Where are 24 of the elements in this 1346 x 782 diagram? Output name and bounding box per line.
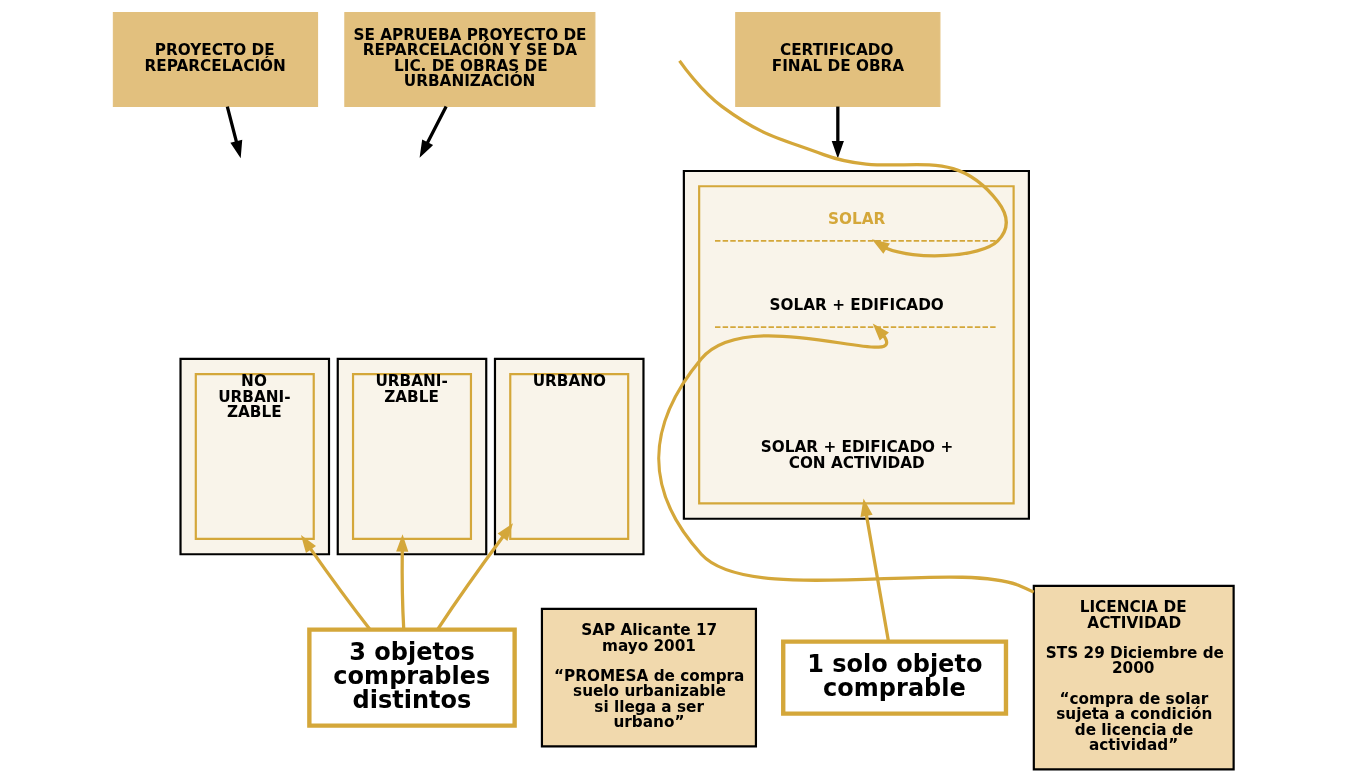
node-box: 3 objetos comprables distintos [306, 627, 517, 728]
node-text: SOLAR + EDIFICADO [769, 296, 944, 315]
node-box: URBANO [508, 373, 629, 541]
cluster [697, 185, 1015, 505]
arrow [300, 535, 371, 631]
arrow [435, 523, 513, 631]
arrow [656, 323, 1034, 594]
cluster [493, 357, 645, 556]
node-text: SOLAR [827, 210, 885, 229]
arrow [860, 498, 890, 642]
node-box: URBANI- ZABLE [351, 373, 472, 541]
cluster [336, 357, 487, 556]
arrow [831, 106, 844, 159]
node-box: LICENCIA DE ACTIVIDAD STS 29 Diciembre de 2000 “compra de solar sujeta a condición de licencia de actividad” [1032, 584, 1235, 771]
arrow [225, 106, 242, 159]
arrow [419, 105, 448, 158]
node-text: SOLAR + EDIFICADO + CON ACTIVIDAD [760, 438, 953, 472]
node-box: CERTIFICADO FINAL DE OBRA [734, 12, 940, 108]
node-box: SE APRUEBA PROYECTO DE REPARCELACIÓN Y SE DA LIC. DE OBRAS DE URBANIZACIÓN [343, 12, 595, 108]
node-box: NO URBANI- ZABLE [194, 373, 315, 541]
arrow [395, 534, 408, 630]
node-box: PROYECTO DE REPARCELACIÓN [112, 12, 318, 108]
node-box: 1 solo objeto comprable [780, 639, 1008, 716]
node-box: SAP Alicante 17 mayo 2001 “PROMESA de compra suelo urbanizable si llega a ser urbano” [540, 607, 757, 748]
